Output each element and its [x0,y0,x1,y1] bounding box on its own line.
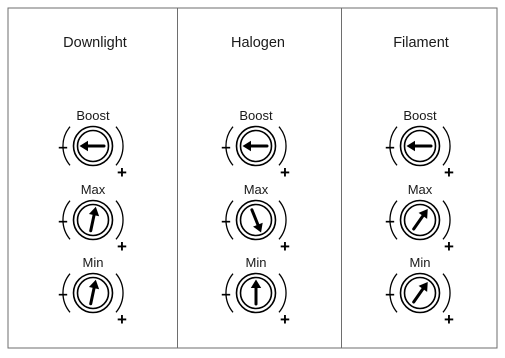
minus-sign: – [221,211,230,230]
label-backing [234,108,278,121]
dial-knob-inner-ring [239,203,273,237]
max-dial[interactable]: Max – + [385,182,454,256]
dial-scale-arc-left [389,200,398,240]
dial-label: Boost [239,108,273,123]
dial-scale-arc-right [278,126,287,166]
dial-label: Boost [76,108,110,123]
max-dial[interactable]: Max – + [58,182,127,256]
dial-label: Min [410,255,431,270]
panel-title: Downlight [63,35,127,51]
min-dial[interactable]: Min – + [385,255,454,329]
label-backing [238,182,274,195]
label-backing [77,255,109,268]
dial-knob-inner-ring [76,203,110,237]
dial-knob-inner-ring [76,129,110,163]
minus-sign: – [385,211,394,230]
dial-knob-inner-ring [239,129,273,163]
plus-sign: + [444,163,454,182]
panel-title: Filament [393,35,449,51]
dial-scale-arc-right [278,273,287,313]
dial-scale-arc-left [225,200,234,240]
plus-sign: + [280,237,290,256]
dial-knob-inner-ring [403,129,437,163]
panel-halogen: Halogen Boost – + Max – + [221,35,290,329]
plus-sign: + [444,237,454,256]
dial-scale-arc-left [225,126,234,166]
dial-knob-inner-ring [239,276,273,310]
label-backing [71,108,115,121]
dial-scale-arc-right [442,200,451,240]
dial-label: Min [83,255,104,270]
boost-dial[interactable]: Boost – + [58,108,127,182]
dial-scale-arc-right [115,200,124,240]
dial-label: Max [81,182,106,197]
panel-downlight: Downlight Boost – + Max – + [58,35,127,329]
dial-label: Max [244,182,269,197]
dial-scale-arc-left [62,273,71,313]
plus-sign: + [117,237,127,256]
dial-scale-arc-left [225,273,234,313]
label-backing [398,108,442,121]
panel-filament: Filament Boost – + Max – + [385,35,454,329]
dial-knob-inner-ring [403,203,437,237]
label-backing [402,182,438,195]
dial-scale-arc-left [62,126,71,166]
minus-sign: – [385,284,394,303]
minus-sign: – [221,137,230,156]
minus-sign: – [58,284,67,303]
dial-label: Max [408,182,433,197]
dial-scale-arc-right [115,126,124,166]
panel-title: Halogen [231,35,285,51]
dial-label: Boost [403,108,437,123]
minus-sign: – [385,137,394,156]
dial-label: Min [246,255,267,270]
plus-sign: + [117,163,127,182]
dial-scale-arc-right [442,273,451,313]
plus-sign: + [280,310,290,329]
plus-sign: + [117,310,127,329]
dial-scale-arc-left [389,126,398,166]
dial-knob-inner-ring [403,276,437,310]
label-backing [404,255,436,268]
dial-scale-arc-right [278,200,287,240]
max-dial[interactable]: Max – + [221,182,290,256]
dial-scale-arc-left [62,200,71,240]
dial-scale-arc-right [442,126,451,166]
outer-frame [7,7,498,349]
plus-sign: + [280,163,290,182]
label-backing [240,255,272,268]
boost-dial[interactable]: Boost – + [221,108,290,182]
dial-knob-inner-ring [76,276,110,310]
label-backing [75,182,111,195]
boost-dial[interactable]: Boost – + [385,108,454,182]
minus-sign: – [221,284,230,303]
dial-scale-arc-right [115,273,124,313]
minus-sign: – [58,137,67,156]
min-dial[interactable]: Min – + [221,255,290,329]
dial-scale-arc-left [389,273,398,313]
minus-sign: – [58,211,67,230]
min-dial[interactable]: Min – + [58,255,127,329]
plus-sign: + [444,310,454,329]
